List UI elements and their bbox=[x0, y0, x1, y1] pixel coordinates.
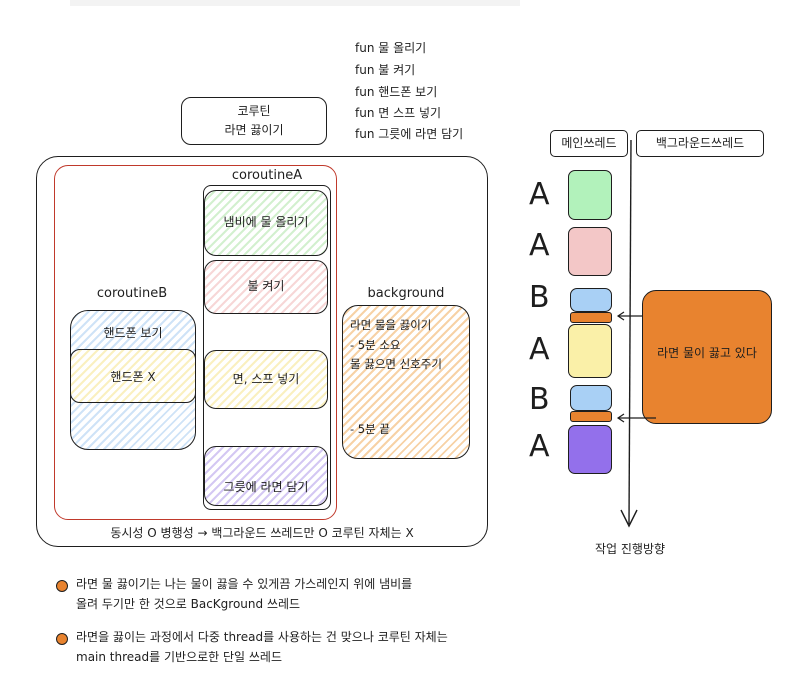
coroutineB-label: coroutineB bbox=[96, 286, 168, 301]
summary-text: 동시성 O 병행성 → 백그라운드 쓰레드만 O 코루틴 자체는 X bbox=[110, 526, 414, 540]
background-label: background bbox=[367, 286, 445, 301]
function-item: fun 핸드폰 보기 bbox=[355, 85, 438, 99]
note-line: 라면을 끓이는 과정에서 다중 thread를 사용하는 건 맞으나 코루틴 자… bbox=[76, 630, 448, 644]
background-box bbox=[342, 305, 470, 459]
background-line: 라면 물을 끓이기 bbox=[350, 318, 432, 332]
note-line: main thread를 기반으로한 단일 쓰레드 bbox=[76, 650, 283, 664]
coroutine-title-box bbox=[181, 97, 327, 145]
background-line: 물 끓으면 신호주기 bbox=[350, 357, 442, 371]
task-box bbox=[204, 350, 328, 409]
outer-container bbox=[36, 156, 488, 547]
task-box bbox=[204, 190, 328, 256]
coroutine-title: 코루틴 bbox=[237, 104, 271, 118]
note-line: 라면 물 끓이기는 나는 물이 끓을 수 있게끔 가스레인지 위에 냄비를 bbox=[76, 577, 413, 591]
sequence-letter: A bbox=[529, 177, 550, 212]
thread-block-orange bbox=[570, 411, 612, 422]
function-item: fun 면 스프 넣기 bbox=[355, 106, 442, 120]
background-thread-label: 백그라운드쓰레드 bbox=[655, 136, 745, 150]
task-label: 면, 스프 넣기 bbox=[232, 372, 300, 386]
signal-arrowhead bbox=[616, 311, 625, 321]
coroutine-boundary bbox=[54, 165, 337, 520]
signal-arrowhead bbox=[616, 413, 625, 423]
task-label: 그릇에 라면 담기 bbox=[223, 480, 309, 494]
task-label: 불 켜기 bbox=[247, 279, 285, 293]
phone-x-box bbox=[70, 349, 196, 403]
sequence-letter: B bbox=[529, 382, 550, 417]
function-item: fun 불 켜기 bbox=[355, 63, 416, 77]
progress-axis-arrowhead bbox=[620, 509, 638, 528]
main-thread-header bbox=[550, 130, 628, 157]
task-box bbox=[204, 446, 328, 506]
coroutine-subtitle: 라면 끓이기 bbox=[224, 123, 284, 137]
background-thread-header bbox=[636, 130, 764, 157]
task-label: 냄비에 물 올리기 bbox=[223, 215, 309, 229]
task-box bbox=[204, 260, 328, 314]
background-line: - 5분 끝 bbox=[350, 422, 390, 436]
main-thread-label: 메인쓰레드 bbox=[561, 136, 617, 150]
thread-block-pink bbox=[568, 227, 612, 276]
function-item: fun 그릇에 라면 담기 bbox=[355, 127, 464, 141]
coroutineA-label: coroutineA bbox=[231, 168, 303, 183]
coroutineB-task: 핸드폰 보기 bbox=[103, 326, 163, 340]
axis-label: 작업 진행방향 bbox=[594, 542, 666, 556]
thread-block-green bbox=[568, 170, 612, 220]
note-line: 올려 두기만 한 것으로 BacKground 쓰레드 bbox=[76, 597, 301, 611]
note-bullet bbox=[56, 580, 68, 592]
note-bullet bbox=[56, 633, 68, 645]
thread-block-blue bbox=[570, 288, 612, 312]
background-line: - 5분 소요 bbox=[350, 338, 401, 352]
top-strip bbox=[70, 0, 520, 6]
background-task-box bbox=[642, 290, 772, 424]
background-task-label: 라면 물이 끓고 있다 bbox=[657, 346, 757, 360]
progress-axis bbox=[628, 139, 632, 525]
thread-block-purple bbox=[568, 425, 612, 474]
sequence-letter: A bbox=[529, 332, 550, 367]
sequence-letter: A bbox=[529, 228, 550, 263]
coroutineB-task: 핸드폰 X bbox=[110, 370, 156, 384]
sequence-letter: A bbox=[529, 429, 550, 464]
thread-block-yellow bbox=[568, 324, 612, 378]
function-item: fun 물 올리기 bbox=[355, 41, 427, 55]
thread-block-blue bbox=[570, 385, 612, 411]
sequence-letter: B bbox=[529, 280, 550, 315]
coroutineA-column bbox=[203, 185, 331, 510]
thread-block-orange bbox=[570, 312, 612, 323]
